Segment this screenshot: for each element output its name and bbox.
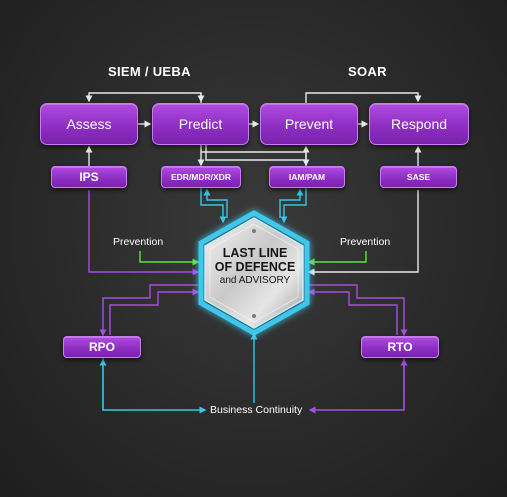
label-prevention-right: Prevention [340,236,391,248]
heading-soar: SOAR [348,64,387,79]
continuity-arrows [99,332,408,414]
arrow-rpo-hex [109,288,200,335]
stage-prevent[interactable]: Prevent [260,103,358,145]
arrow-hex-edr [203,188,228,218]
hexagon-line-1: LAST LINE [222,246,288,260]
recovery-arrows [99,284,408,337]
label-business-continuity: Business Continuity [210,404,303,416]
heading-siem-ueba: SIEM / UEBA [108,64,191,79]
tool-iam-pam[interactable]: IAM/PAM [269,166,345,188]
arrow-prevent-respond-loop [305,92,422,103]
arrow-predict-iam-2 [205,145,306,161]
arrow-ips-hex [88,190,200,276]
arrow-iam-hex [280,188,307,224]
hexagon-line-2: OF DEFENCE [214,260,296,274]
stage-flow-arrows [85,92,422,167]
arrow-sase-hex [307,190,419,276]
arrow-edr-hex [200,188,227,224]
last-line-hexagon [198,210,310,336]
arrow-predict-iam [201,151,310,167]
metric-rpo[interactable]: RPO [63,336,141,358]
hexagon-line-3: and ADVISORY [219,275,291,286]
arrow-hex-rto [309,284,408,337]
tool-ips[interactable]: IPS [51,166,127,188]
hexagon-body [204,217,304,329]
arrow-rto-continuity [308,358,405,414]
stage-assess[interactable]: Assess [40,103,138,145]
tool-sase[interactable]: SASE [380,166,457,188]
hexagon-inner-rim [209,223,299,323]
side-feed-arrows [88,190,419,276]
stage-respond[interactable]: Respond [369,103,469,145]
hexagon-glow [198,210,310,336]
rivet-top [252,229,256,233]
arrow-prevention-right [307,251,367,266]
arrow-rpo-continuity [102,358,207,414]
hexagon-label: LAST LINE OF DEFENCE and ADVISORY [205,246,305,288]
arrow-prevention-left [139,251,200,266]
stage-predict[interactable]: Predict [152,103,249,145]
tool-hex-arrows [200,188,307,224]
rivet-bottom [252,314,256,318]
arrow-rto-hex [307,288,398,335]
arrow-hex-rpo [99,284,198,337]
label-prevention-left: Prevention [113,236,164,248]
tool-edr-mdr-xdr[interactable]: EDR/MDR/XDR [161,166,241,188]
arrow-hex-iam [279,188,304,218]
prevention-arrows [139,251,367,266]
arrow-predict-assess-loop [85,92,202,103]
metric-rto[interactable]: RTO [361,336,439,358]
